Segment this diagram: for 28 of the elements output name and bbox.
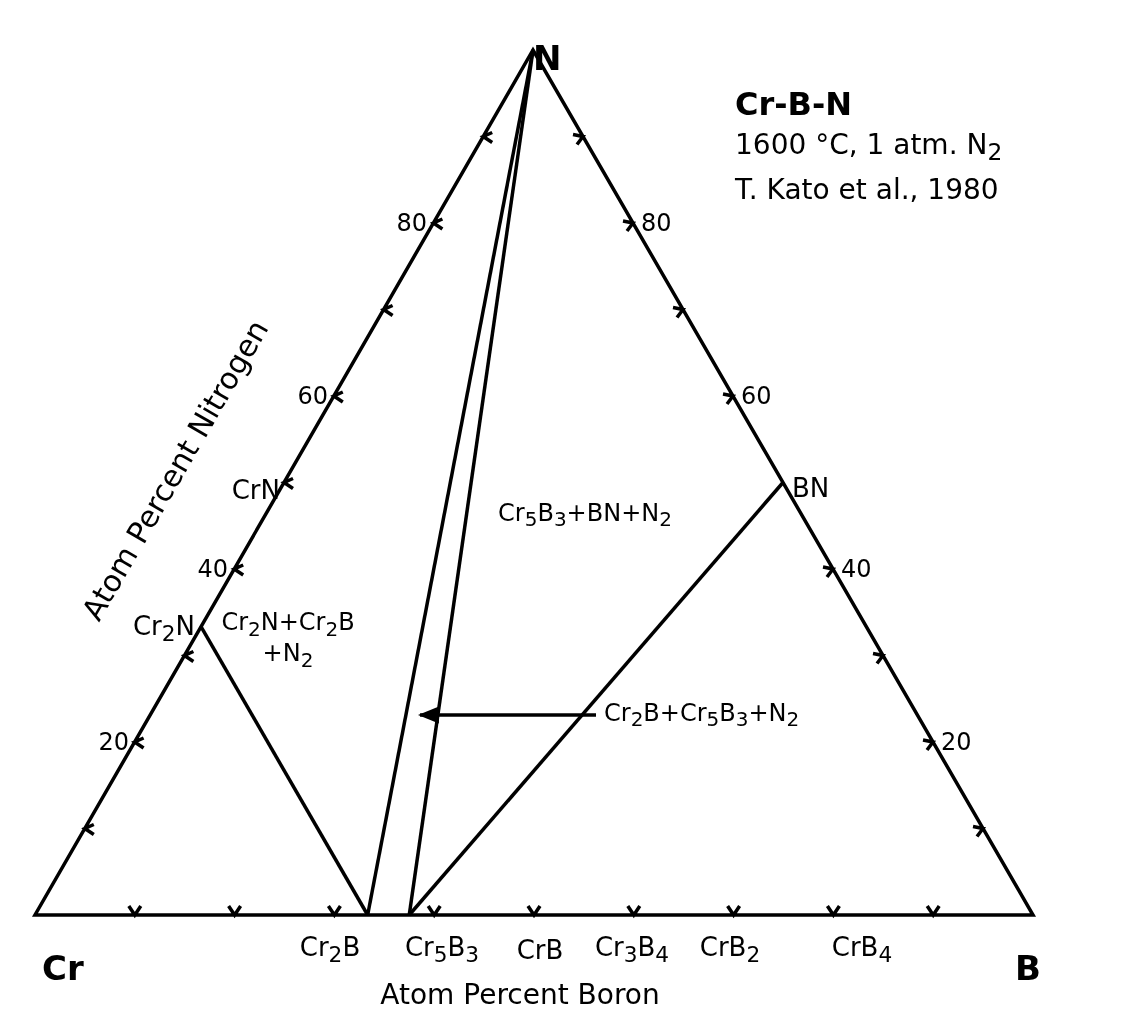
tick-label: 60 — [741, 382, 772, 410]
axis-title: Atom Percent Boron — [380, 979, 660, 1011]
phase-label: CrB$_{4}$ — [831, 933, 893, 967]
vertex-label: Cr — [42, 950, 84, 988]
tick-label: 40 — [841, 555, 872, 583]
tick-label: 20 — [98, 728, 129, 756]
source-note: T. Kato et al., 1980 — [735, 174, 999, 206]
tick-label: 80 — [396, 209, 427, 237]
phase-label: CrB — [516, 935, 564, 965]
condition-note: 1600 °C, 1 atm. N$_{2}$ — [735, 129, 1003, 167]
compound-label: BN — [792, 473, 830, 503]
tick-label: 60 — [297, 382, 328, 410]
tick-label: 20 — [941, 728, 972, 756]
vertex-label: B — [1015, 950, 1041, 988]
tie-line — [407, 49, 535, 916]
region-label: Cr$_{2}$N+Cr$_{2}$B +N$_{2}$ — [220, 609, 356, 671]
tie-line — [199, 625, 370, 916]
diagram-title: Cr-B-N — [735, 87, 852, 123]
tick-label: 80 — [641, 209, 672, 237]
compound-label: Cr$_{5}$B$_{3}$ — [404, 933, 480, 967]
phase-label: Cr$_{3}$B$_{4}$ — [594, 933, 670, 967]
region-label: Cr$_{5}$B$_{3}$+BN+N$_{2}$ — [498, 499, 672, 531]
tick-label: 40 — [197, 555, 228, 583]
compound-label: Cr$_{2}$B — [299, 933, 361, 967]
leader-arrow — [417, 706, 596, 724]
phase-label: CrN — [231, 475, 280, 505]
phase-label: CrB$_{2}$ — [699, 933, 761, 967]
tie-line — [407, 481, 785, 917]
